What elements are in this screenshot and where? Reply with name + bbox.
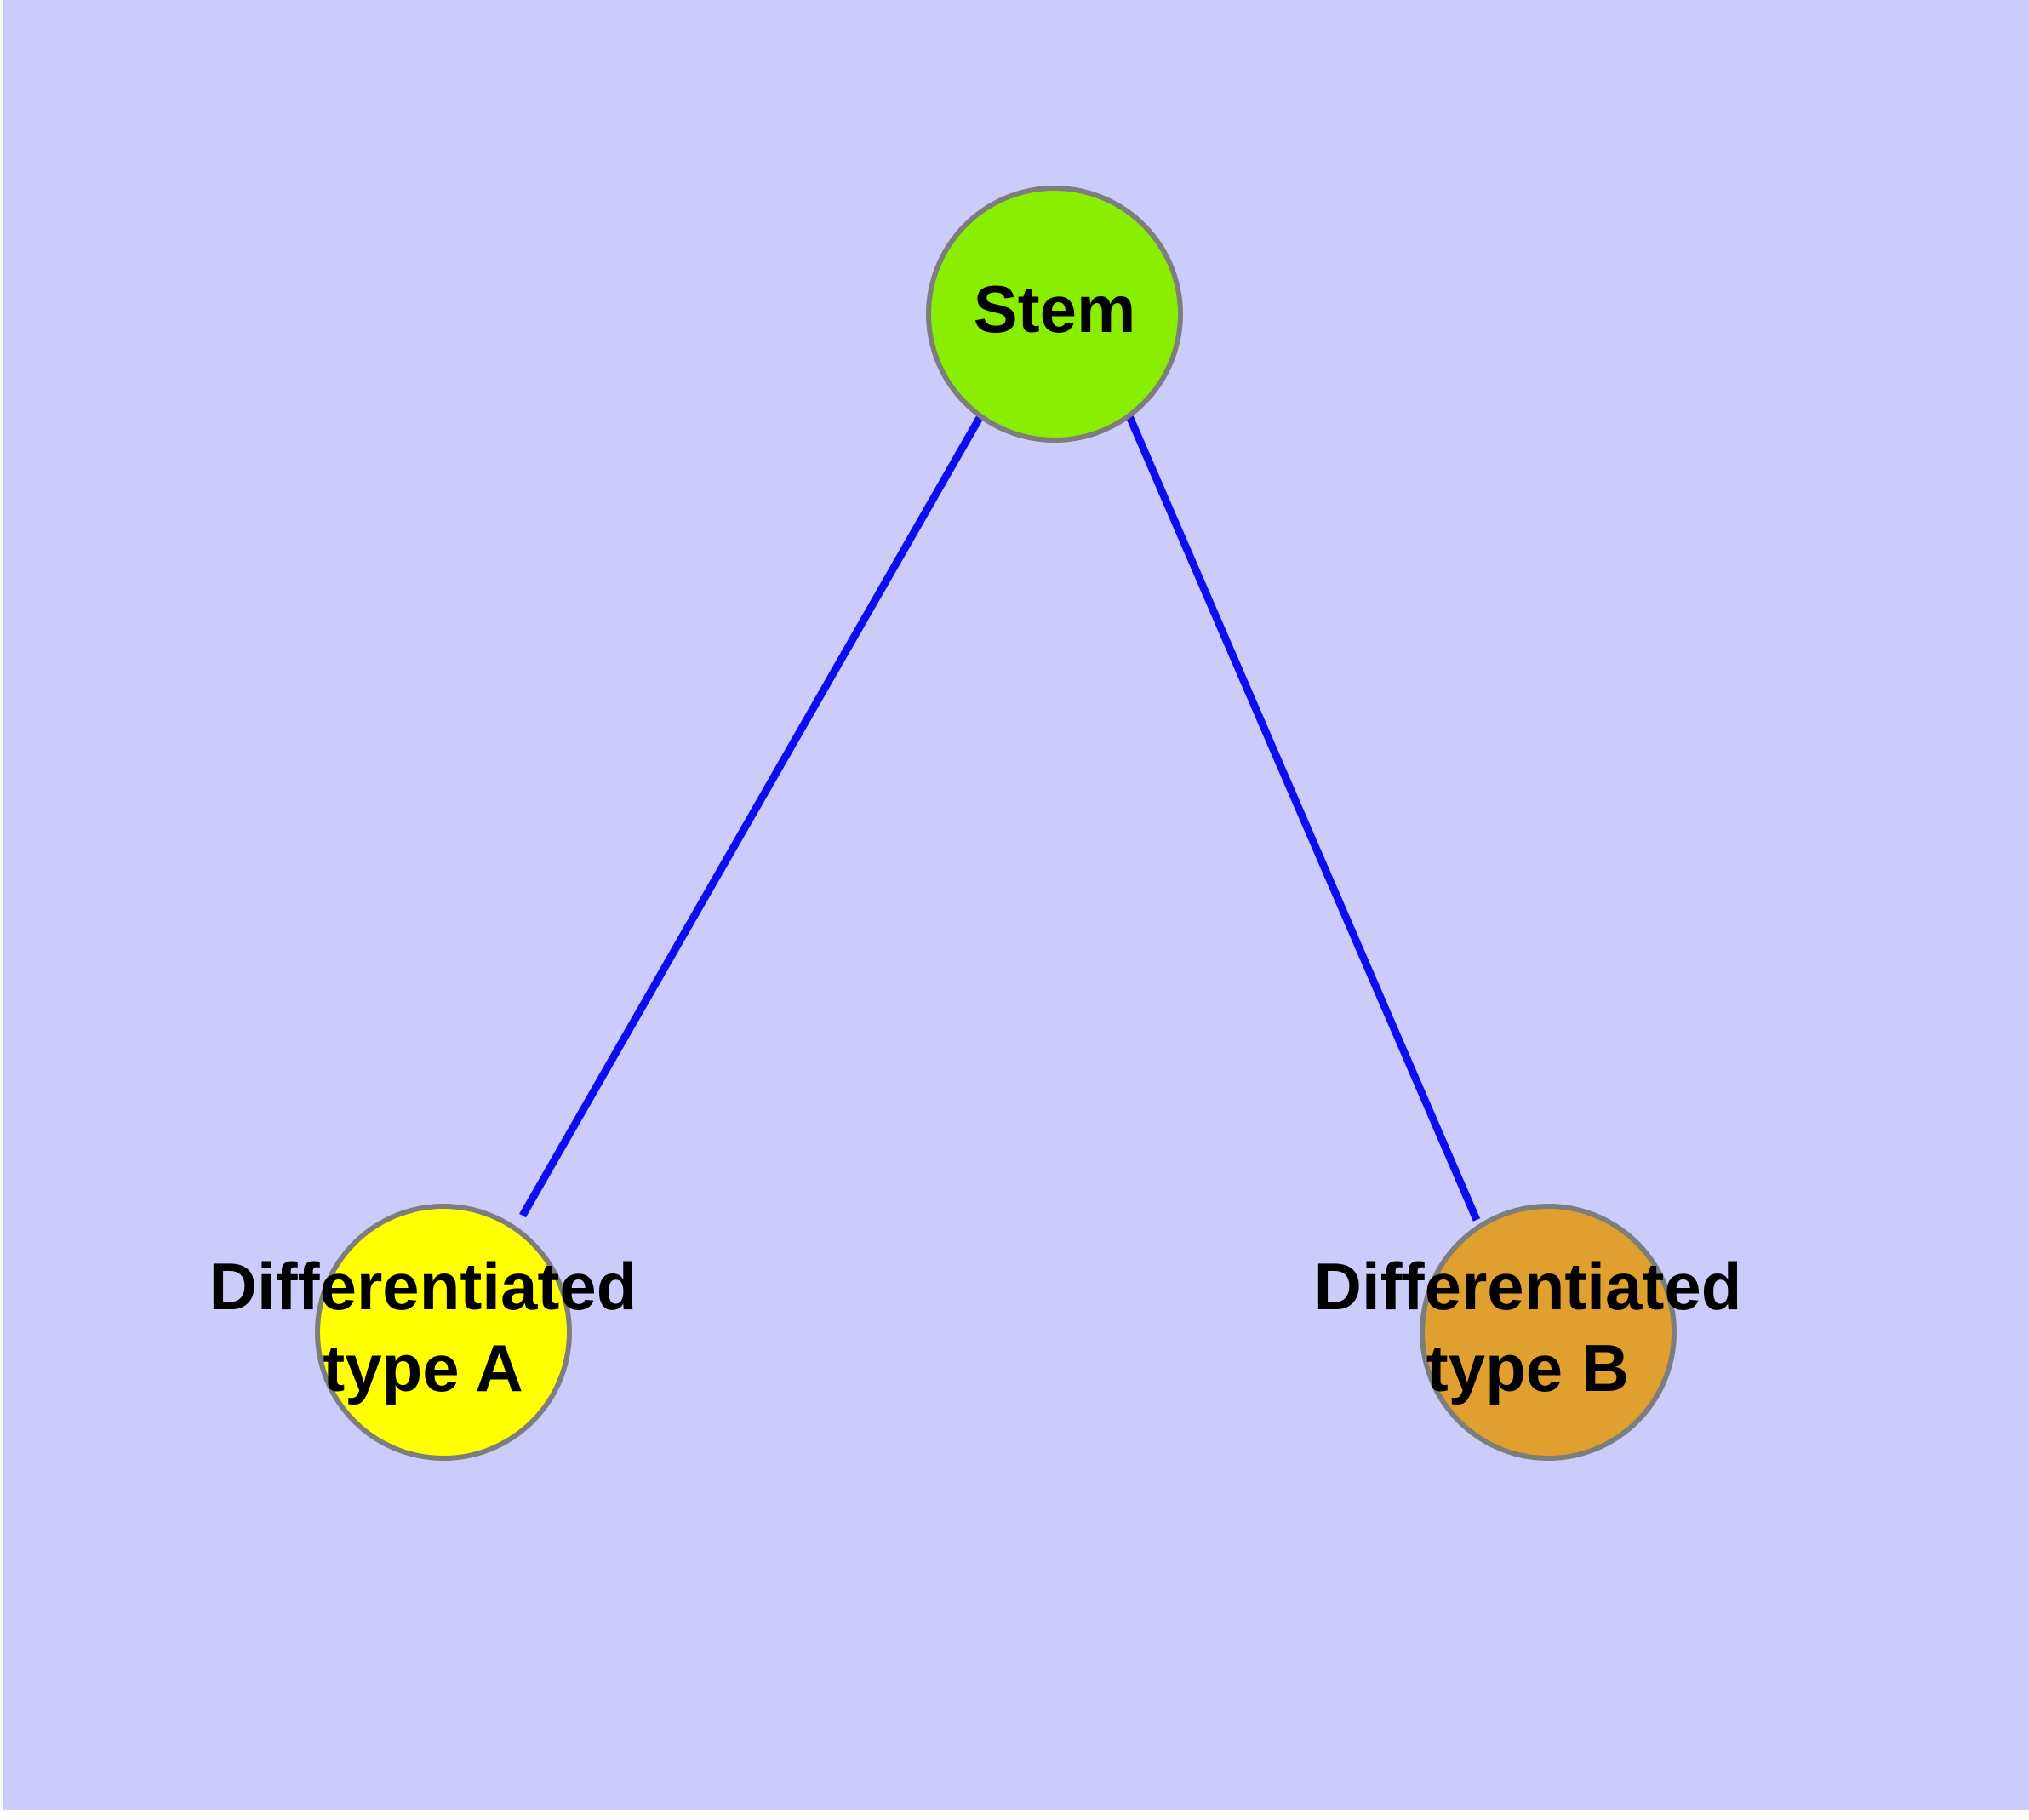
node-differentiated-type-a[interactable]: [315, 1204, 572, 1461]
node-layer: [315, 186, 1677, 1461]
edge-stem-to-differentiated-type-b[interactable]: [1125, 415, 1481, 1222]
node-stem[interactable]: [926, 186, 1183, 443]
node-differentiated-type-b-circle[interactable]: [1420, 1204, 1677, 1461]
node-differentiated-type-b[interactable]: [1420, 1204, 1677, 1461]
node-stem-circle[interactable]: [926, 186, 1183, 443]
edge-layer: [519, 414, 1481, 1222]
edge-stem-to-differentiated-type-a[interactable]: [519, 414, 984, 1218]
node-stem-label: Stem: [974, 272, 1136, 346]
node-differentiated-type-a-circle[interactable]: [315, 1204, 572, 1461]
